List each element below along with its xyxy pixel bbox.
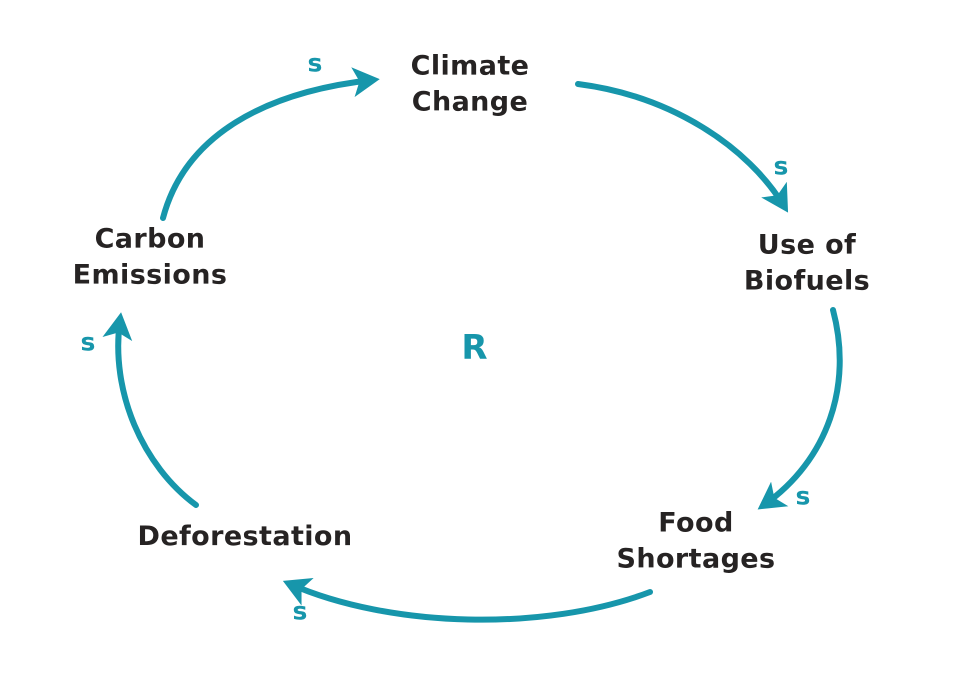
node-label-line: Carbon [94, 223, 206, 255]
arrow-food-shortages-to-deforestation [282, 577, 653, 623]
link-polarity-label: s [795, 481, 811, 511]
arrow-carbon-emissions-to-climate-change [160, 67, 380, 221]
loop-identifier-r: R [461, 328, 489, 368]
link-polarity-label: s [292, 596, 308, 626]
node-food-shortages: Food Shortages [617, 505, 776, 576]
node-label-line: Use of [757, 229, 857, 261]
node-label-line: Biofuels [743, 265, 871, 296]
node-label-line: Climate [410, 50, 530, 82]
node-climate-change: Climate Change [411, 48, 530, 119]
arrow-use-of-biofuels-to-food-shortages [757, 307, 843, 510]
link-polarity-label: s [773, 151, 789, 181]
arrow-climate-change-to-use-of-biofuels [575, 81, 789, 213]
arrow-deforestation-to-carbon-emissions [102, 312, 199, 508]
node-deforestation: Deforestation [138, 519, 353, 555]
node-label-line: Deforestation [137, 521, 353, 553]
node-use-of-biofuels: Use of Biofuels [744, 227, 870, 298]
node-label-line: Shortages [616, 543, 776, 574]
link-polarity-label: s [80, 327, 96, 357]
node-label-line: Food [658, 507, 734, 539]
node-label-line: Change [411, 86, 529, 117]
link-polarity-label: s [307, 48, 323, 78]
node-carbon-emissions: Carbon Emissions [73, 221, 228, 292]
node-label-line: Emissions [72, 259, 228, 290]
